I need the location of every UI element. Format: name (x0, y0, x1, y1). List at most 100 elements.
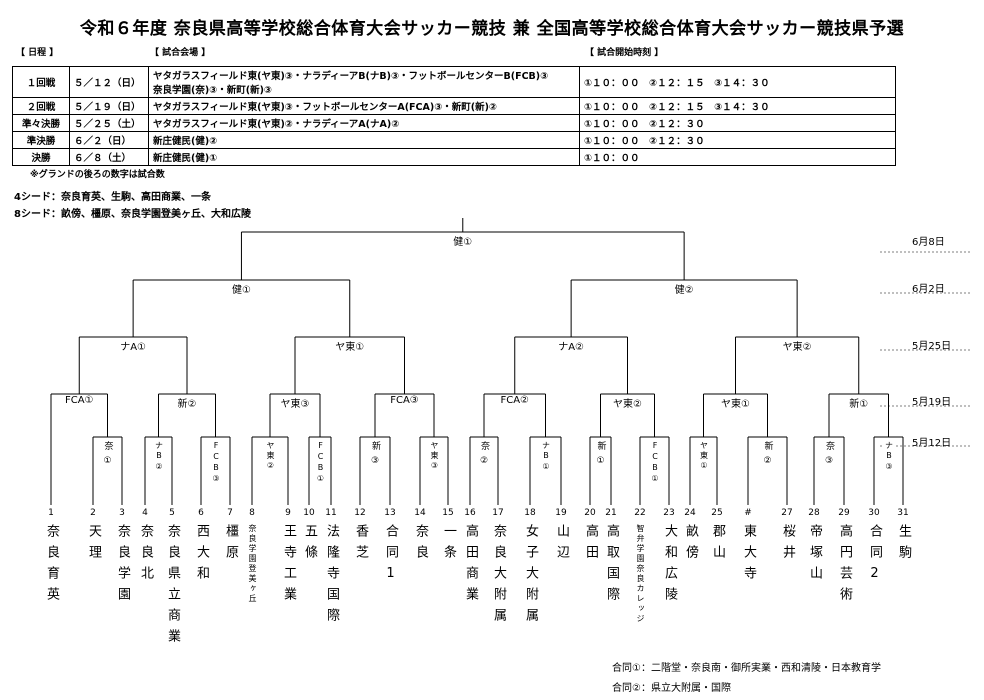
time-column-header: 【 試合開始時刻 】 (585, 48, 664, 58)
team-number: 3 (119, 508, 125, 518)
time-cell: ①１０：００ (579, 148, 896, 166)
team-number: 22 (634, 508, 646, 518)
ground-note: ※グランドの後ろの数字は試合数 (30, 170, 165, 180)
r2-venue-label: FCA③ (388, 395, 421, 406)
seed4-text: 4シード：奈良育英、生駒、高田商業、一条 (14, 192, 211, 203)
time-cell: ①１０：００ ②１２：１５ ③１４：３０ (579, 66, 896, 98)
team-number: 15 (442, 508, 454, 518)
round-cell: 決勝 (12, 148, 70, 166)
team-name: 郡山 (710, 524, 725, 566)
team-name: 智弁学園奈良カレッジ (636, 524, 645, 624)
team-number: 23 (663, 508, 675, 518)
team-name: 奈良大附属 (491, 524, 506, 629)
qf-venue-label: ヤ東② (780, 338, 814, 353)
sf-venue-label: 健① (229, 281, 253, 296)
qf-venue-label: ナA① (118, 338, 149, 353)
r1-venue-label: ナB③ (883, 441, 894, 473)
team-name: 五條 (302, 524, 317, 566)
team-number: 14 (414, 508, 426, 518)
team-number: 9 (285, 508, 291, 518)
r2-venue-label: 新① (847, 395, 871, 410)
r1-venue-label: ヤ東① (698, 441, 709, 472)
team-name: 合同2 (867, 524, 882, 589)
round-date-label: 5月25日 (912, 341, 952, 352)
schedule-row: ２回戦 ５／１９（日） ヤタガラスフィールド東(ヤ東)③・フットボールセンターA… (12, 97, 896, 115)
team-number: 30 (868, 508, 880, 518)
r1-venue-label: ヤ東② (265, 441, 275, 472)
team-number: 16 (464, 508, 476, 518)
team-number: 18 (524, 508, 536, 518)
schedule-row: 決勝 ６／８（土） 新庄健民(健)① ①１０：００ (12, 148, 896, 166)
team-number: 11 (325, 508, 337, 518)
page-title: 令和６年度 奈良県高等学校総合体育大会サッカー競技 兼 全国高等学校総合体育大会… (79, 19, 905, 39)
team-number: 27 (781, 508, 793, 518)
team-name: 大和広陵 (662, 524, 677, 608)
r1-venue-label: ヤ東③ (429, 441, 439, 472)
team-number: 8 (249, 508, 255, 518)
r2-venue-label: ヤ東② (611, 395, 644, 410)
team-name: 女子大附属 (523, 524, 538, 629)
r1-venue-label: ナB① (540, 441, 551, 473)
team-name: 高円芸術 (837, 524, 852, 608)
team-name: 一条 (441, 524, 456, 566)
schedule-row: 準決勝 ６／２（日） 新庄健民(健)② ①１０：００ ②１２：３０ (12, 131, 896, 149)
team-number: 7 (227, 508, 233, 518)
team-name: 高田 (583, 524, 598, 566)
team-number: 21 (605, 508, 617, 518)
team-name: 香芝 (353, 524, 368, 566)
schedule-table: １回戦 ５／１２（日） ヤタガラスフィールド東(ヤ東)③・ナラディーアB(ナB)… (12, 66, 896, 166)
team-number: 10 (303, 508, 315, 518)
r2-venue-label: 新② (175, 395, 199, 410)
qf-venue-label: ナA② (556, 338, 587, 353)
team-name: 王寺工業 (281, 524, 296, 608)
legend-goudou2: 合同②：県立大附属・国際 (612, 683, 731, 694)
team-number: 12 (354, 508, 366, 518)
team-number: 17 (492, 508, 504, 518)
team-name: 奈良北 (138, 524, 153, 587)
date-cell: ５／１２（日） (69, 66, 149, 98)
r2-venue-label: ヤ東① (719, 395, 752, 410)
team-number: 29 (838, 508, 850, 518)
team-number: 28 (808, 508, 820, 518)
team-name: 法隆寺国際 (324, 524, 339, 629)
team-number: 31 (897, 508, 909, 518)
team-name: 高取国際 (604, 524, 619, 608)
r1-venue-label: 新② (762, 441, 773, 472)
team-name: 天理 (86, 524, 101, 566)
team-number: 1 (48, 508, 54, 518)
round-date-label: 6月2日 (912, 284, 945, 295)
r1-venue-label: FCB③ (210, 441, 221, 485)
team-name: 奈良 (413, 524, 428, 566)
r1-venue-label: 奈③ (824, 441, 834, 472)
venue-line: ヤタガラスフィールド東(ヤ東)③・ナラディーアB(ナB)③・フットボールセンター… (153, 71, 549, 82)
team-number: 13 (384, 508, 396, 518)
venue-column-header: 【 試合会場 】 (150, 48, 211, 58)
schedule-row: 準々決勝 ５／２５（土） ヤタガラスフィールド東(ヤ東)②・ナラディーアA(ナA… (12, 114, 896, 132)
team-number: 4 (142, 508, 148, 518)
team-name: 高田商業 (463, 524, 478, 608)
team-number: 5 (169, 508, 175, 518)
r1-venue-label: 新① (595, 441, 606, 472)
team-number: 2 (90, 508, 96, 518)
team-name: 桜井 (780, 524, 795, 566)
r1-venue-label: 奈① (102, 441, 113, 472)
team-number: 6 (198, 508, 204, 518)
team-number: 20 (584, 508, 596, 518)
schedule-row: １回戦 ５／１２（日） ヤタガラスフィールド東(ヤ東)③・ナラディーアB(ナB)… (12, 66, 896, 98)
r2-venue-label: FCA② (498, 395, 532, 406)
team-name: 奈良育英 (44, 524, 59, 608)
team-name: 橿原 (223, 524, 238, 566)
r1-venue-label: FCB① (315, 441, 325, 485)
team-name: 奈良県立商業 (165, 524, 180, 650)
team-number: # (744, 508, 752, 518)
team-name: 畝傍 (683, 524, 698, 566)
round-cell: １回戦 (12, 66, 70, 98)
date-column-header: 【 日程 】 (16, 48, 59, 58)
legend-goudou1: 合同①：二階堂・奈良南・御所実業・西和清陵・日本教育学 (612, 663, 881, 674)
team-name: 生駒 (896, 524, 911, 566)
team-name: 帝塚山 (807, 524, 822, 587)
r1-venue-label: 奈② (479, 441, 489, 472)
r1-venue-label: ナB② (153, 441, 164, 473)
r1-venue-label: FCB① (649, 441, 660, 485)
